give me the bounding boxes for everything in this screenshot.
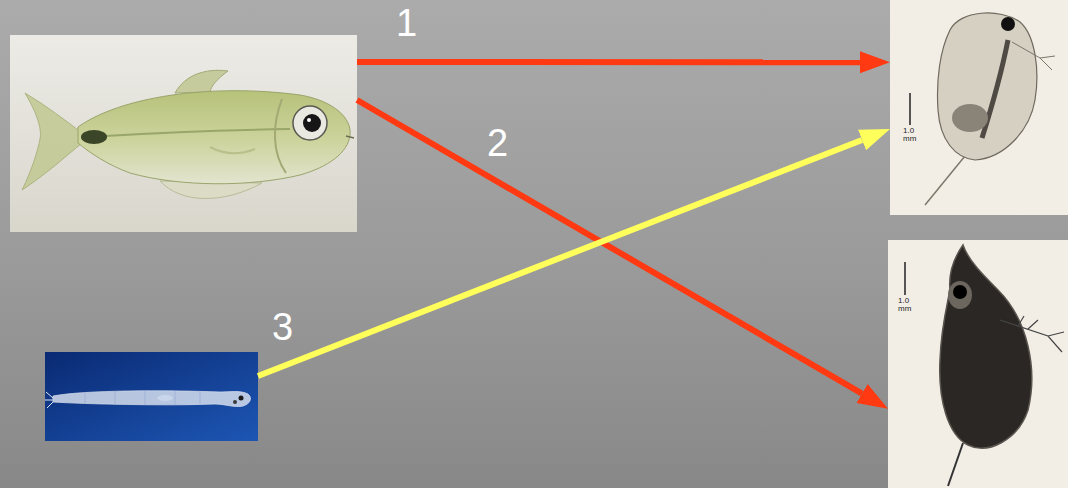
- scale-label: 1.0 mm: [898, 297, 911, 313]
- compound-eye: [1001, 17, 1015, 31]
- callout-number: 1: [396, 4, 417, 42]
- daphnia-photo: 1.0 mm: [890, 0, 1068, 215]
- daphnia-picture: [890, 0, 1068, 215]
- scale-bar: [909, 93, 911, 125]
- antenna: [1000, 316, 1064, 352]
- lateral-line: [105, 129, 290, 136]
- arrow-line: [357, 100, 862, 394]
- fish-photo: [10, 35, 357, 232]
- arrow-line: [258, 140, 862, 376]
- larva-picture: [45, 352, 258, 441]
- pectoral-fin: [210, 147, 255, 153]
- gill-cover: [275, 99, 286, 173]
- brood-pouch: [952, 104, 988, 132]
- larva-body: [53, 391, 250, 407]
- larva-eye: [233, 400, 237, 404]
- fish-pupil: [303, 114, 321, 132]
- fish-eye: [293, 106, 327, 140]
- daphnia-photo: 1.0 mm: [888, 240, 1068, 488]
- eye-glint: [307, 118, 311, 122]
- photo-ground: [888, 240, 1068, 488]
- photo-ground: [10, 35, 357, 232]
- tail-spine: [925, 156, 965, 205]
- fish-body: [78, 91, 350, 184]
- photo-ground: [45, 352, 258, 441]
- compound-eye: [953, 285, 967, 299]
- larva-bristles: [45, 392, 53, 408]
- carapace: [940, 245, 1032, 448]
- air-sac: [157, 395, 173, 401]
- head: [948, 281, 972, 309]
- dorsal-fin: [175, 70, 228, 93]
- larva-segments: [85, 391, 200, 405]
- label-anchor: 3: [272, 308, 293, 346]
- label-anchor: 2: [487, 124, 508, 162]
- photo-ground: [890, 0, 1068, 215]
- label-anchor: 1: [396, 4, 417, 42]
- fish-mouth: [346, 136, 354, 138]
- tail-fin: [22, 93, 82, 190]
- scale-label: 1.0 mm: [903, 127, 916, 143]
- callout-number: 3: [272, 308, 293, 346]
- tail-spine: [948, 443, 963, 486]
- daphnia-picture: [888, 240, 1068, 488]
- larva-eye: [239, 396, 244, 401]
- carapace: [938, 13, 1037, 160]
- tail-spot: [81, 130, 107, 144]
- scale-bar: [904, 262, 906, 295]
- larva-photo: [45, 352, 258, 441]
- fish-picture: [10, 35, 357, 232]
- callout-number: 2: [487, 124, 508, 162]
- antenna: [1012, 42, 1055, 70]
- arrow-line: [357, 59, 860, 65]
